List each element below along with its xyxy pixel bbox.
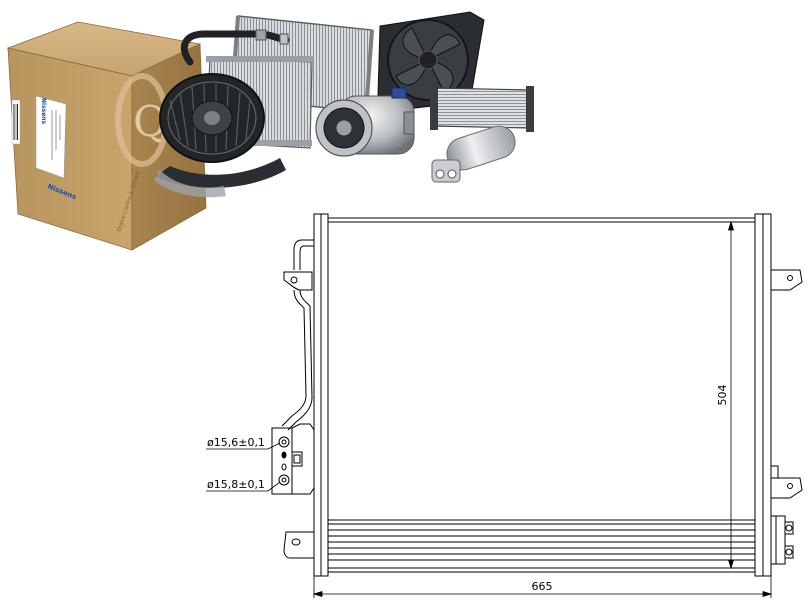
upper-right-bracket [770,269,803,291]
ac-hose-part [180,29,290,66]
lower-left-bracket [283,531,315,559]
ac-compressor-part [315,87,415,157]
condenser-technical-drawing [206,213,803,598]
height-dimension: 504 [716,385,729,406]
width-dimension-line [312,576,773,598]
radiator-fan-part [377,11,485,111]
upper-left-bracket [283,271,313,291]
blower-motor-part [154,73,286,198]
callout-leaders [206,442,281,492]
inlet-pipe [281,239,314,431]
left-header-tank [313,213,329,577]
right-mid-bracket [770,465,803,499]
inlet-diameter-callout: ø15,6±0,1 [207,436,265,449]
outlet-diameter-callout: ø15,8±0,1 [207,478,265,491]
subcooler-section [328,519,755,561]
barcode-icon [13,104,18,140]
receiver-drier-part [431,125,516,183]
product-photo: Nissens Q Nissens Engine Cooling & Clima… [6,11,534,251]
connection-block [271,423,315,495]
condenser-core [328,217,755,573]
box-label-lines [51,110,61,160]
packaging-box: Nissens Q Nissens Engine Cooling & Clima… [6,21,207,251]
lower-right-filter-block [770,515,794,565]
heater-core-part [430,84,534,132]
width-dimension: 665 [532,580,553,593]
box-brand-label: Nissens [40,98,47,125]
height-dimension-line [726,220,755,570]
right-header-tank [754,213,772,577]
